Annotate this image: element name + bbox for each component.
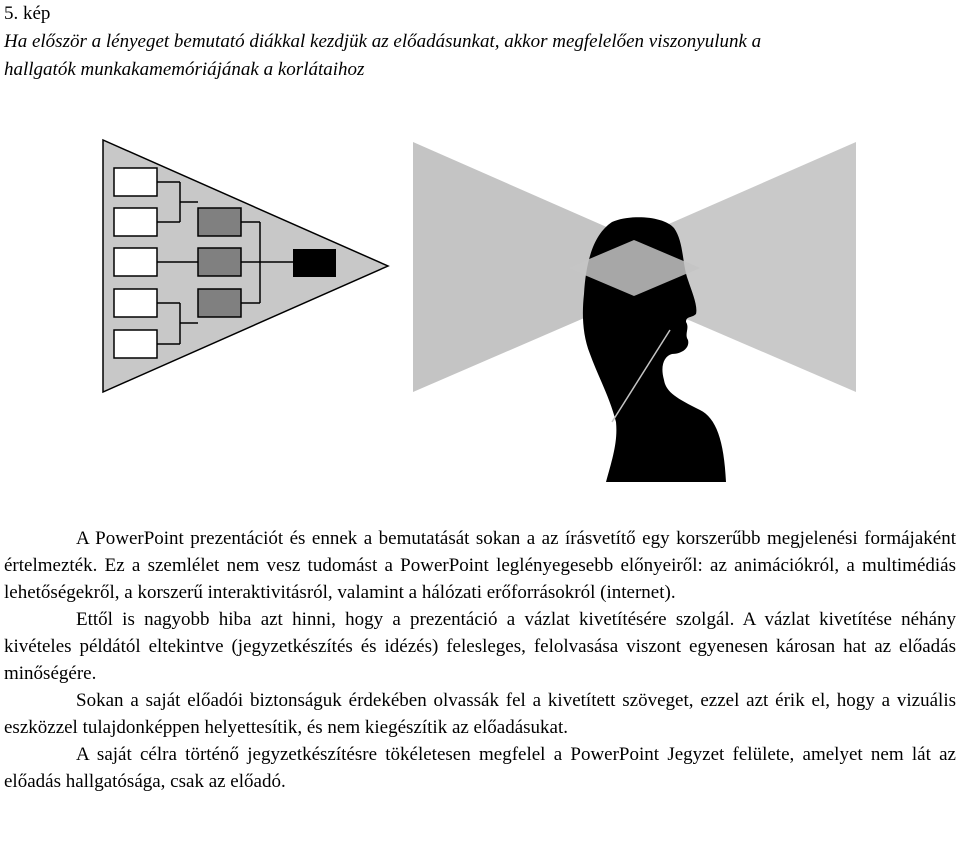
middle-box: [197, 288, 242, 318]
funnel-triangle: [102, 138, 390, 394]
middle-boxes: [197, 207, 242, 318]
input-box: [113, 247, 158, 277]
connector-lines: [157, 181, 293, 345]
paragraph: A PowerPoint prezentációt és ennek a bem…: [4, 528, 956, 603]
paragraph: A saját célra történő jegyzetkészítésre …: [4, 744, 956, 792]
projection-line: [611, 329, 671, 423]
input-box: [113, 288, 158, 318]
input-box: [113, 167, 158, 197]
left-beam: [413, 142, 700, 392]
middle-box: [197, 207, 242, 237]
figure-label: 5. kép: [4, 3, 51, 24]
input-box: [113, 329, 158, 359]
input-boxes: [113, 167, 158, 359]
input-box: [113, 207, 158, 237]
figure-caption: Ha először a lényeget bemutató diákkal k…: [4, 31, 762, 80]
output-box: [293, 249, 336, 277]
paragraph: Ettől is nagyobb hiba azt hinni, hogy a …: [4, 609, 956, 684]
body-text: A PowerPoint prezentációt és ennek a bem…: [4, 525, 956, 795]
paragraph: Sokan a saját előadói biztonságuk érdeké…: [4, 690, 956, 738]
right-beam: [568, 142, 856, 392]
beam-overlap: [568, 240, 700, 296]
middle-box: [197, 247, 242, 277]
working-memory-illustration: [102, 138, 856, 482]
